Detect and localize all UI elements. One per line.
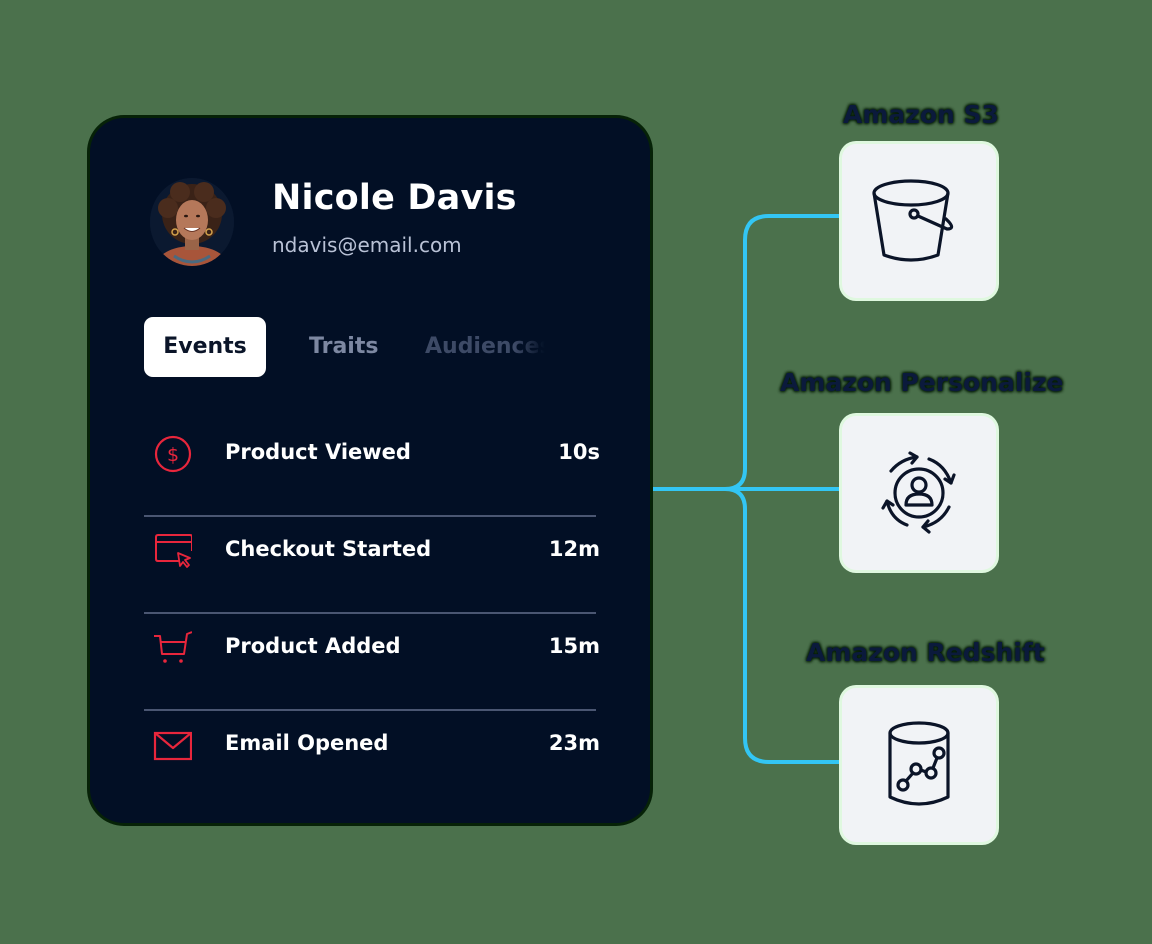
event-label: Product Viewed bbox=[225, 440, 411, 464]
avatar bbox=[150, 178, 234, 266]
divider bbox=[144, 612, 596, 614]
event-row[interactable]: $ Product Viewed 10s bbox=[144, 420, 600, 517]
destination-tile-personalize[interactable] bbox=[842, 416, 996, 570]
destination-tile-redshift[interactable] bbox=[842, 688, 996, 842]
event-time: 12m bbox=[548, 537, 600, 561]
destination-tile-s3[interactable] bbox=[842, 144, 996, 298]
bucket-icon bbox=[872, 179, 954, 262]
profile-email: ndavis@email.com bbox=[272, 233, 462, 257]
events-list: $ Product Viewed 10s Checkout Started 12… bbox=[144, 420, 600, 808]
envelope-icon bbox=[153, 731, 192, 761]
event-time: 15m bbox=[548, 634, 600, 658]
event-label: Product Added bbox=[225, 634, 401, 658]
tab-traits[interactable]: Traits bbox=[309, 334, 379, 359]
browser-cursor-icon bbox=[155, 534, 192, 568]
personalize-cycle-icon bbox=[881, 451, 956, 534]
database-chart-icon bbox=[888, 721, 950, 806]
event-row[interactable]: Product Added 15m bbox=[144, 614, 600, 711]
event-row[interactable]: Checkout Started 12m bbox=[144, 517, 600, 614]
divider bbox=[144, 709, 596, 711]
event-label: Email Opened bbox=[225, 731, 389, 755]
event-time: 23m bbox=[548, 731, 600, 755]
destination-label-s3: Amazon S3 bbox=[843, 100, 999, 129]
tab-audiences[interactable]: Audiences bbox=[425, 334, 545, 359]
destination-label-redshift: Amazon Redshift bbox=[806, 638, 1045, 667]
event-label: Checkout Started bbox=[225, 537, 432, 561]
profile-name: Nicole Davis bbox=[272, 178, 517, 218]
shopping-cart-icon bbox=[154, 631, 192, 663]
event-row[interactable]: Email Opened 23m bbox=[144, 711, 600, 808]
divider bbox=[144, 515, 596, 517]
destination-label-personalize: Amazon Personalize bbox=[780, 368, 1064, 397]
dollar-circle-icon: $ bbox=[154, 435, 192, 473]
tab-events[interactable]: Events bbox=[144, 317, 266, 377]
svg-text:$: $ bbox=[167, 444, 179, 466]
event-time: 10s bbox=[558, 440, 600, 464]
